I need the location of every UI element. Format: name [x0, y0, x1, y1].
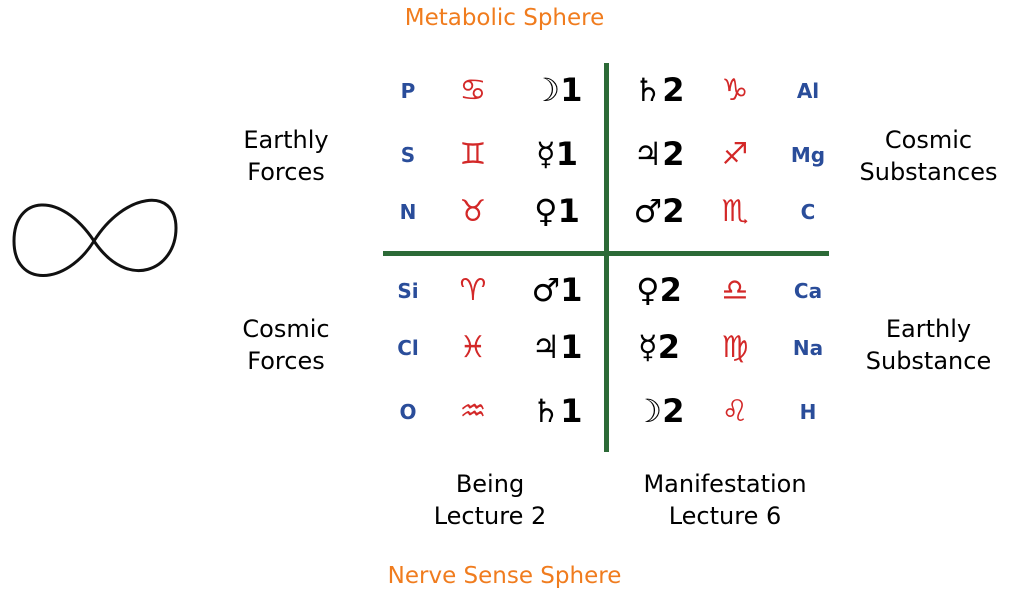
- planet-jupiter-icon: ♃1: [531, 328, 583, 366]
- element-symbol: Mg: [790, 143, 826, 167]
- infinity-icon: [12, 198, 178, 277]
- zodiac-aries-icon: ♈: [459, 273, 487, 308]
- element-symbol: P: [400, 79, 416, 103]
- element-symbol: Al: [796, 79, 820, 103]
- planet-venus-icon: ♀2: [636, 271, 682, 309]
- element-symbol: S: [400, 143, 416, 167]
- zodiac-capricorn-icon: ♑: [721, 73, 749, 108]
- planet-mercury-icon: ☿1: [536, 135, 578, 173]
- zodiac-pisces-icon: ♓: [459, 330, 487, 365]
- element-symbol: H: [799, 400, 817, 424]
- zodiac-leo-icon: ♌: [721, 394, 749, 429]
- zodiac-taurus-icon: ♉: [459, 194, 487, 229]
- planet-saturn-icon: ♄1: [531, 392, 583, 430]
- zodiac-scorpio-icon: ♏: [721, 194, 749, 229]
- element-symbol: Cl: [397, 336, 419, 360]
- planet-mars-icon: ♂1: [531, 271, 583, 309]
- element-symbol: O: [399, 400, 417, 424]
- zodiac-cancer-icon: ♋: [459, 73, 487, 108]
- zodiac-aquarius-icon: ♒: [459, 394, 487, 429]
- planet-jupiter-icon: ♃2: [633, 135, 685, 173]
- planet-mars-icon: ♂2: [633, 192, 685, 230]
- nerve-sense-sphere-title: Nerve Sense Sphere: [387, 563, 622, 589]
- planet-venus-icon: ♀1: [534, 192, 580, 230]
- planet-saturn-icon: ♄2: [633, 71, 685, 109]
- zodiac-virgo-icon: ♍: [721, 330, 749, 365]
- element-symbol: Na: [792, 336, 824, 360]
- element-symbol: Ca: [793, 279, 823, 303]
- element-symbol: N: [399, 200, 417, 224]
- planet-moon-icon: ☽2: [633, 392, 685, 430]
- element-symbol: C: [800, 200, 816, 224]
- vertical-divider: [604, 63, 609, 452]
- planet-mercury-icon: ☿2: [638, 328, 680, 366]
- element-symbol: Si: [397, 279, 419, 303]
- zodiac-sagittarius-icon: ♐: [721, 137, 749, 172]
- planet-moon-icon: ☽1: [531, 71, 583, 109]
- zodiac-libra-icon: ♎: [721, 273, 749, 308]
- metabolic-sphere-title: Metabolic Sphere: [404, 5, 605, 31]
- horizontal-divider: [383, 251, 829, 256]
- zodiac-gemini-icon: ♊: [459, 137, 487, 172]
